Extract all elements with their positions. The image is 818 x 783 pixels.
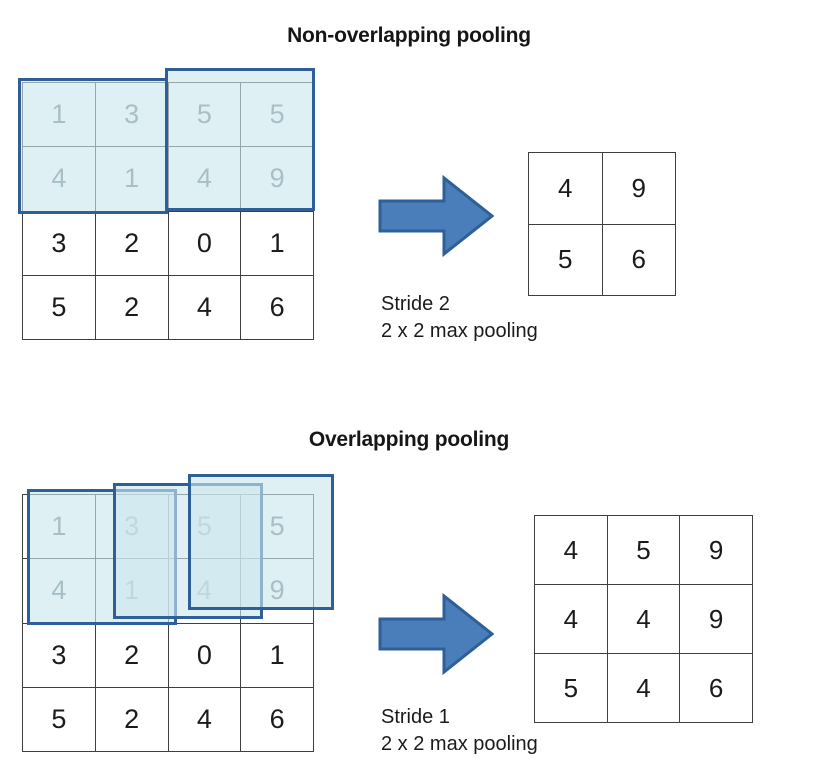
caption-non-overlapping: Stride 2 2 x 2 max pooling <box>381 293 538 342</box>
output-matrix-overlapping-cell: 4 <box>607 585 681 654</box>
output-matrix-non-overlapping-cell: 4 <box>529 153 603 225</box>
output-matrix-non-overlapping-cell: 5 <box>529 224 603 296</box>
section-title-overlapping: Overlapping pooling <box>308 428 510 451</box>
input-matrix-non-overlapping-cell: 3 <box>23 211 96 276</box>
input-matrix-non-overlapping-cell: 1 <box>241 211 314 276</box>
input-matrix-non-overlapping-cell: 5 <box>23 275 96 340</box>
pool-window-3-overlapping <box>188 474 334 610</box>
input-matrix-non-overlapping-cell: 6 <box>241 275 314 340</box>
input-matrix-overlapping-cell: 2 <box>95 687 169 752</box>
output-matrix-overlapping-cell: 4 <box>535 516 608 585</box>
flow-arrow-non-overlapping <box>378 174 495 258</box>
output-matrix-overlapping-cell: 4 <box>607 654 681 723</box>
input-matrix-overlapping-cell: 5 <box>23 687 96 752</box>
input-matrix-overlapping-cell: 6 <box>241 687 314 752</box>
output-matrix-overlapping-cell: 5 <box>535 654 608 723</box>
output-matrix-overlapping-cell: 6 <box>680 654 753 723</box>
pool-window-1-non-overlapping <box>18 78 168 214</box>
section-title-non-overlapping: Non-overlapping pooling <box>287 24 531 47</box>
caption-overlapping: Stride 1 2 x 2 max pooling <box>381 706 538 755</box>
flow-arrow-overlapping <box>378 592 495 676</box>
input-matrix-non-overlapping-cell: 2 <box>95 211 169 276</box>
input-matrix-non-overlapping-cell: 2 <box>95 275 169 340</box>
output-matrix-overlapping-cell: 9 <box>680 516 753 585</box>
input-matrix-non-overlapping-cell: 4 <box>168 275 242 340</box>
pool-window-2-non-overlapping <box>165 68 315 211</box>
output-matrix-non-overlapping-cell: 6 <box>602 224 676 296</box>
input-matrix-overlapping-cell: 0 <box>168 623 242 688</box>
input-matrix-overlapping-cell: 2 <box>95 623 169 688</box>
input-matrix-non-overlapping-cell: 0 <box>168 211 242 276</box>
input-matrix-overlapping-cell: 4 <box>168 687 242 752</box>
input-matrix-overlapping-cell: 3 <box>23 623 96 688</box>
output-matrix-overlapping-cell: 4 <box>535 585 608 654</box>
output-matrix-non-overlapping-cell: 9 <box>602 153 676 225</box>
output-matrix-overlapping-cell: 5 <box>607 516 681 585</box>
output-matrix-overlapping-cell: 9 <box>680 585 753 654</box>
input-matrix-overlapping-cell: 1 <box>241 623 314 688</box>
